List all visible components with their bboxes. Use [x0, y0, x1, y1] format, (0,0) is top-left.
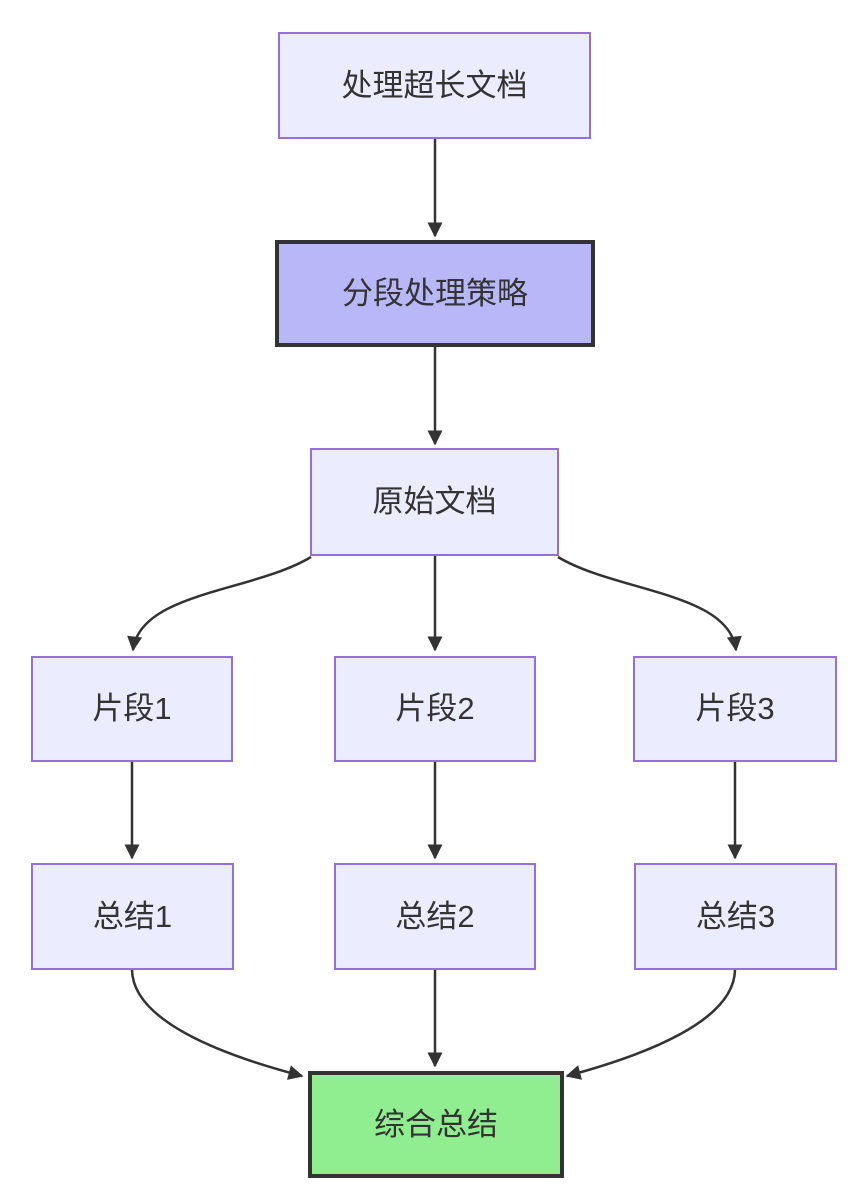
edge-original-to-fragment1 — [127, 555, 312, 652]
edge-original-to-fragment3 — [557, 555, 742, 652]
node-combined-summary: 综合总结 — [308, 1071, 564, 1178]
node-process-long-document: 处理超长文档 — [278, 32, 591, 139]
node-fragment-2: 片段2 — [334, 656, 536, 762]
node-summary-3: 总结3 — [634, 863, 837, 970]
edge-summary1-to-combined — [130, 969, 304, 1080]
node-summary-2: 总结2 — [334, 863, 536, 970]
node-summary-1: 总结1 — [31, 863, 234, 970]
edge-summary3-to-combined — [565, 969, 737, 1080]
node-fragment-1: 片段1 — [31, 656, 233, 762]
node-original-document: 原始文档 — [310, 448, 559, 556]
node-fragment-3: 片段3 — [633, 656, 837, 762]
node-segment-strategy: 分段处理策略 — [275, 240, 595, 347]
